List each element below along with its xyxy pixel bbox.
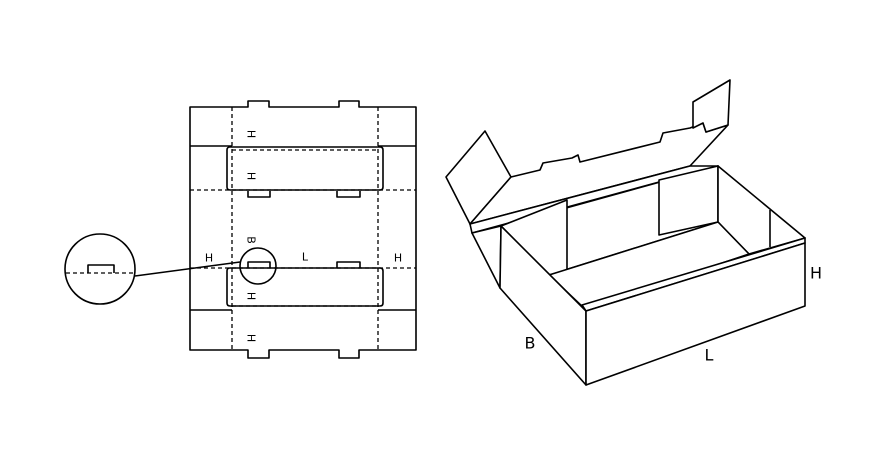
detail-marker [239,247,277,285]
flat-label-right-end: H [394,252,402,265]
flat-label-bottom-flap: H [245,334,258,342]
flat-label-width: B [245,236,258,244]
flat-label-length: L [302,251,309,264]
flat-label-top-flap: H [245,130,258,138]
flat-layout: H H B H H H L H [134,100,417,359]
flat-outline [189,100,417,359]
lower-side-flap [226,267,384,307]
upper-side-flap [226,146,384,191]
box-label-length: L [705,346,714,365]
box-label-width: B [525,334,536,353]
flat-label-top-side: H [245,172,258,180]
flat-label-left-end: H [205,252,213,265]
flat-label-bottom-side: H [245,292,258,300]
lid-tuck-flap [692,79,731,133]
assembled-box: H B L [445,79,822,386]
box-label-height: H [810,264,822,283]
detail-magnifier [64,233,136,305]
detail-leader [134,261,241,277]
front-panel [585,242,806,386]
left-inner-wall [471,225,502,289]
